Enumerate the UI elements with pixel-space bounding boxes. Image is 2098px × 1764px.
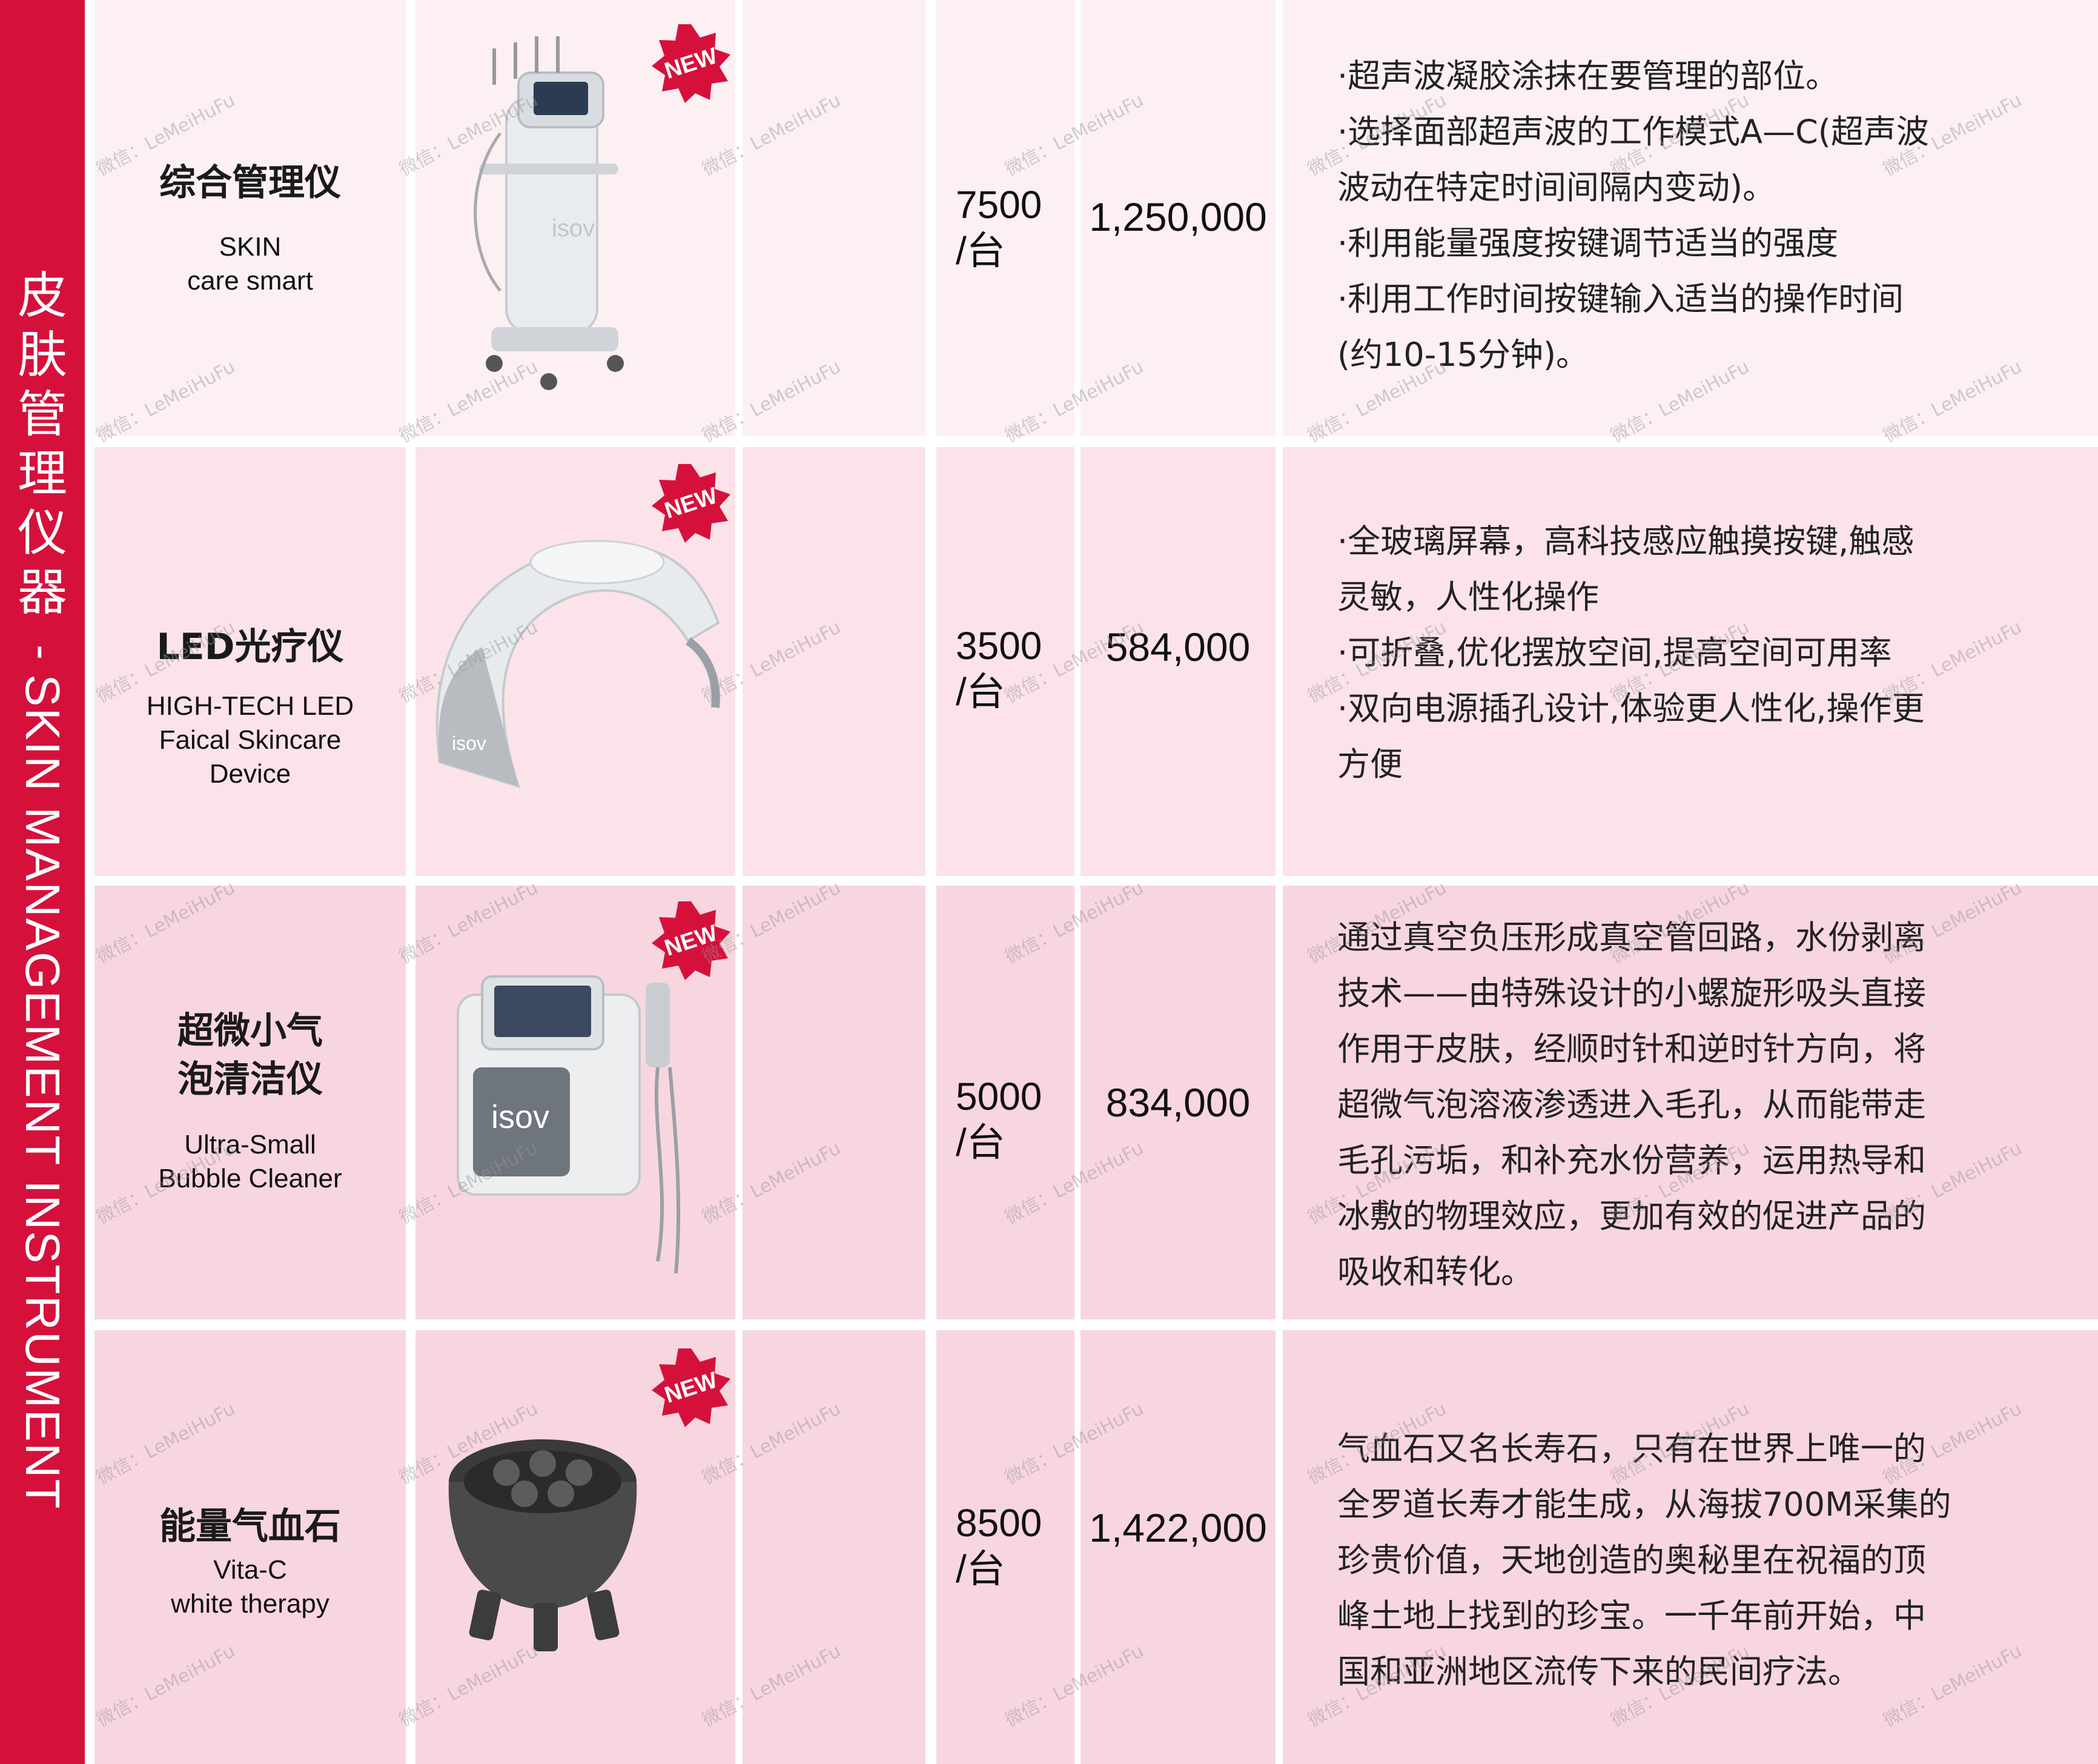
row3-name-cell: 超微小气 泡清洁仪 Ultra-Small Bubble Cleaner xyxy=(94,886,406,1319)
row4-desc-cell: 气血石又名长寿石，只有在世界上唯一的 全罗道长寿才能生成，从海拔700M采集的 … xyxy=(1283,1330,2098,1764)
description-line: 方便 xyxy=(1337,745,1403,783)
product-name-en: Faical Skincare xyxy=(159,725,342,755)
row3-qty-cell: 5000 /台 xyxy=(936,886,1074,1319)
quantity-unit: /台 xyxy=(956,1121,1005,1164)
product-name-cn: 能量气血石 xyxy=(159,1505,341,1548)
row2-price-cell: 584,000 xyxy=(1080,447,1276,876)
sidebar-separator: - xyxy=(18,645,67,660)
product-name-en: SKIN xyxy=(219,232,282,262)
description-line: 波动在特定时间间隔内变动)。 xyxy=(1337,168,1776,207)
new-badge: NEW xyxy=(652,24,730,103)
quantity: 8500 xyxy=(956,1501,1042,1545)
description-line: 峰土地上找到的珍宝。一千年前开始，中 xyxy=(1337,1597,1926,1635)
quantity: 7500 xyxy=(956,183,1042,227)
price: 834,000 xyxy=(1105,1080,1251,1125)
row4-price-cell: 1,422,000 xyxy=(1080,1330,1276,1764)
description: ·超声波凝胶涂抹在要管理的部位。 ·选择面部超声波的工作模式A—C(超声波 波动… xyxy=(1337,48,1929,383)
product-name-en: care smart xyxy=(187,266,313,296)
description-line: 吸收和转化。 xyxy=(1337,1253,1534,1291)
product-name-cn: 泡清洁仪 xyxy=(177,1058,323,1101)
row4-name-cell: 能量气血石 Vita-C white therapy xyxy=(94,1330,406,1764)
description: 气血石又名长寿石，只有在世界上唯一的 全罗道长寿才能生成，从海拔700M采集的 … xyxy=(1337,1421,1951,1700)
new-badge: NEW xyxy=(652,464,730,543)
row4-image-cell: NEW xyxy=(415,1330,735,1764)
row1-qty-cell: 7500 /台 xyxy=(936,0,1074,436)
product-name-cn: 综合管理仪 xyxy=(159,162,341,204)
quantity-unit: /台 xyxy=(956,670,1005,714)
row1-image-cell: isov NEW xyxy=(415,0,735,436)
energy-stone-image xyxy=(448,1439,637,1651)
description-line: ·利用工作时间按键输入适当的操作时间 xyxy=(1337,280,1904,318)
price: 1,250,000 xyxy=(1089,194,1267,239)
skin-care-device-image: isov xyxy=(474,36,624,390)
row3-price-cell: 834,000 xyxy=(1080,886,1276,1319)
sidebar-title-en: SKIN MANAGEMENT INSTRUMENT xyxy=(16,674,70,1510)
row2-qty-cell: 3500 /台 xyxy=(936,447,1074,876)
sidebar-char: 肤 xyxy=(17,327,67,384)
sidebar-char: 仪 xyxy=(17,505,67,562)
description-line: 毛孔污垢，和补充水份营养，运用热导和 xyxy=(1337,1141,1926,1179)
row3-desc-cell: 通过真空负压形成真空管回路，水份剥离 技术——由特殊设计的小螺旋形吸头直接 作用… xyxy=(1283,886,2098,1319)
description-line: ·全玻璃屏幕，高科技感应触摸按键,触感 xyxy=(1337,522,1914,560)
product-name-cn: 超微小气 xyxy=(177,1010,323,1052)
description-line: 技术——由特殊设计的小螺旋形吸头直接 xyxy=(1337,974,1926,1012)
description-line: ·选择面部超声波的工作模式A—C(超声波 xyxy=(1337,113,1929,151)
description-line: ·利用能量强度按键调节适当的强度 xyxy=(1337,224,1839,262)
description-line: ·双向电源插孔设计,体验更人性化,操作更 xyxy=(1337,689,1925,728)
row1-desc-cell: ·超声波凝胶涂抹在要管理的部位。 ·选择面部超声波的工作模式A—C(超声波 波动… xyxy=(1283,0,2098,436)
description-line: 国和亚洲地区流传下来的民间疗法。 xyxy=(1337,1653,1861,1691)
description-line: 超微气泡溶液渗透进入毛孔，从而能带走 xyxy=(1337,1086,1926,1124)
description: 通过真空负压形成真空管回路，水份剥离 技术——由特殊设计的小螺旋形吸头直接 作用… xyxy=(1337,910,1926,1300)
description-line: 珍贵价值，天地创造的奥秘里在祝福的顶 xyxy=(1337,1541,1926,1579)
description-line: 通过真空负压形成真空管回路，水份剥离 xyxy=(1337,918,1926,957)
quantity: 5000 xyxy=(956,1075,1042,1118)
description-line: (约10-15分钟)。 xyxy=(1337,336,1589,374)
price: 1,422,000 xyxy=(1089,1505,1267,1550)
bubble-cleaner-image: isov xyxy=(457,975,681,1274)
svg-text:isov: isov xyxy=(452,732,486,754)
quantity-unit: /台 xyxy=(956,1547,1005,1591)
row2-name-cell: LED光疗仪 HIGH-TECH LED Faical Skincare Dev… xyxy=(94,447,406,876)
quantity: 3500 xyxy=(956,624,1042,668)
sidebar-title-cn: 皮 肤 管 理 仪 器 xyxy=(18,267,67,623)
sidebar-char: 管 xyxy=(17,386,67,443)
description: ·全玻璃屏幕，高科技感应触摸按键,触感 灵敏，人性化操作 ·可折叠,优化摆放空间… xyxy=(1337,514,1925,792)
product-name-en: Ultra-Small xyxy=(184,1130,316,1159)
row2-spacer-cell xyxy=(743,447,925,876)
sidebar-char: 理 xyxy=(17,445,67,503)
product-name-en: Device xyxy=(209,759,291,789)
sidebar-char: 皮 xyxy=(17,267,67,325)
description-line: ·可折叠,优化摆放空间,提高空间可用率 xyxy=(1337,634,1892,672)
row4-qty-cell: 8500 /台 xyxy=(936,1330,1074,1764)
svg-text:isov: isov xyxy=(491,1099,549,1135)
sidebar-band xyxy=(0,0,85,1764)
description-line: 作用于皮肤，经顺时针和逆时针方向，将 xyxy=(1337,1030,1926,1068)
description-line: 全罗道长寿才能生成，从海拔700M采集的 xyxy=(1337,1485,1951,1524)
new-badge: NEW xyxy=(652,901,730,980)
row2-desc-cell: ·全玻璃屏幕，高科技感应触摸按键,触感 灵敏，人性化操作 ·可折叠,优化摆放空间… xyxy=(1283,447,2098,876)
product-name-en: HIGH-TECH LED xyxy=(146,691,354,721)
row1-name-cell: 综合管理仪 SKIN care smart xyxy=(94,0,406,436)
new-badge: NEW xyxy=(652,1348,730,1427)
row3-spacer-cell xyxy=(743,886,925,1319)
row2-image-cell: isov NEW xyxy=(415,447,735,876)
row3-image-cell: isov NEW xyxy=(415,886,735,1319)
row1-spacer-cell xyxy=(743,0,925,436)
product-name-en: Vita-C xyxy=(213,1555,287,1585)
sidebar-char: 器 xyxy=(17,564,67,622)
description-line: 冰敷的物理效应，更加有效的促进产品的 xyxy=(1337,1197,1926,1235)
led-device-image: isov xyxy=(435,540,720,789)
quantity-unit: /台 xyxy=(956,229,1005,273)
row4-spacer-cell xyxy=(743,1330,925,1764)
svg-text:isov: isov xyxy=(552,215,595,242)
product-name-cn: LED光疗仪 xyxy=(156,626,344,668)
price: 584,000 xyxy=(1105,625,1251,669)
product-name-en: white therapy xyxy=(171,1589,329,1619)
description-line: ·超声波凝胶涂抹在要管理的部位。 xyxy=(1337,57,1839,95)
product-name-en: Bubble Cleaner xyxy=(158,1164,342,1193)
sidebar-title: 皮 肤 管 理 仪 器 - SKIN MANAGEMENT INSTRUMENT xyxy=(0,0,85,1764)
row1-price-cell: 1,250,000 xyxy=(1080,0,1276,436)
description-line: 气血石又名长寿石，只有在世界上唯一的 xyxy=(1337,1430,1926,1468)
description-line: 灵敏，人性化操作 xyxy=(1337,578,1599,616)
